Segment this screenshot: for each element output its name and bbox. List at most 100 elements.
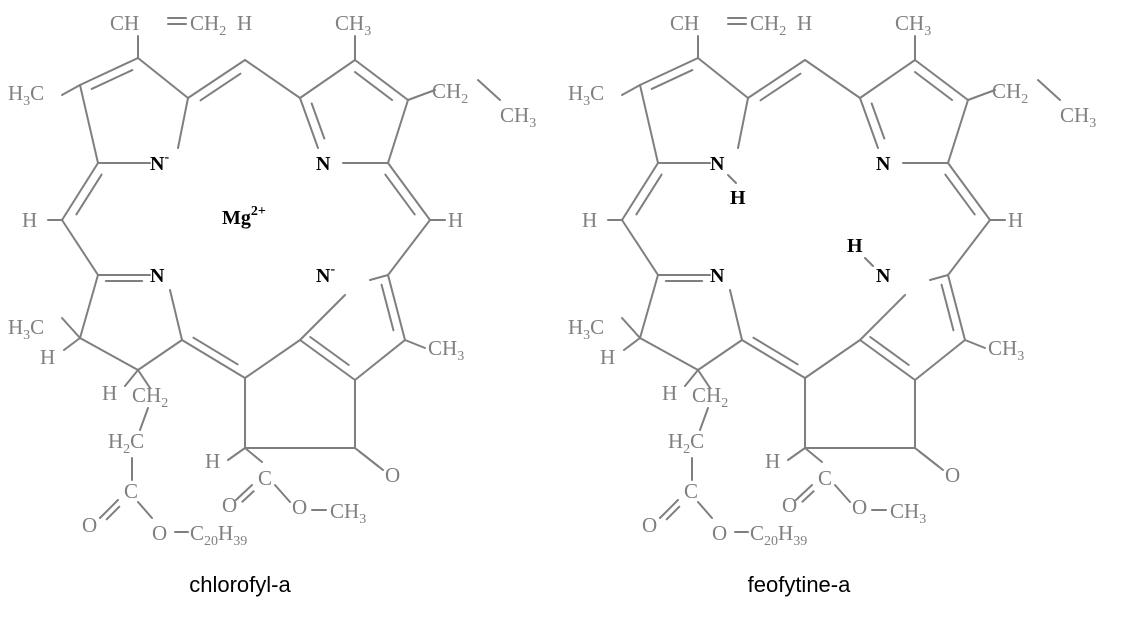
double-bond-line xyxy=(635,173,663,216)
double-bond-line xyxy=(90,69,134,90)
double-bond-line xyxy=(105,505,121,521)
double-bond-line xyxy=(947,274,966,341)
double-bond-line xyxy=(181,339,246,379)
bond-line xyxy=(699,407,709,431)
nitrogen-4-label: N xyxy=(876,265,891,287)
ethyl-ch2-label: CH2 xyxy=(432,79,468,107)
bond-line xyxy=(639,274,659,339)
double-bond-line xyxy=(199,72,242,102)
bond-line xyxy=(967,89,996,101)
nitrogen-1-label: N- xyxy=(150,150,169,175)
bond-line xyxy=(244,59,301,99)
ester-methyl-label: CH3 xyxy=(330,499,366,527)
bond-line xyxy=(387,219,431,276)
ester-o-single-label: O xyxy=(852,495,867,519)
bond-line xyxy=(61,84,81,96)
double-bond-line xyxy=(387,162,431,221)
bond-line xyxy=(137,369,151,389)
bond-line xyxy=(621,219,659,276)
vinyl-ch-label: CH xyxy=(670,11,699,35)
methyl-top-label: CH3 xyxy=(895,11,931,39)
bond-line xyxy=(63,337,81,351)
methyl-bottom-right-label: CH3 xyxy=(988,336,1024,364)
methyl-bottom-left-label: H3C xyxy=(568,315,604,343)
double-bond-line xyxy=(752,336,799,366)
nitrogen-1-label: N xyxy=(710,153,725,175)
double-bond-line xyxy=(235,484,253,501)
bond-line xyxy=(169,289,183,341)
bond-line xyxy=(477,79,501,101)
keto-o-label: O xyxy=(945,463,960,487)
double-bond-line xyxy=(918,450,940,468)
chain-o-double-label: O xyxy=(82,513,97,537)
ester-methyl-label: CH3 xyxy=(890,499,926,527)
bond-line xyxy=(729,289,743,341)
double-bond-line xyxy=(759,72,802,102)
double-bond-line xyxy=(621,162,659,221)
bond-line xyxy=(859,294,906,341)
bond-line xyxy=(929,274,949,281)
bond-line xyxy=(369,274,389,281)
chain-c-label: C xyxy=(684,479,698,503)
bond-line xyxy=(914,339,966,381)
h-ring-c-label: H xyxy=(102,381,117,405)
methyl-bottom-left-label: H3C xyxy=(8,315,44,343)
double-bond-line xyxy=(650,69,694,90)
double-bond-line xyxy=(741,339,806,379)
double-bond-line xyxy=(859,339,916,381)
double-bond-line xyxy=(353,71,394,101)
double-bond-line xyxy=(914,59,969,101)
bond-line xyxy=(964,339,986,349)
bond-line xyxy=(639,337,699,371)
chain-h2c-label: H2C xyxy=(108,429,144,457)
double-bond-line xyxy=(869,336,910,366)
bond-line xyxy=(804,447,823,463)
h-bottom-left-label: H xyxy=(600,345,615,369)
double-bond-line xyxy=(310,102,326,140)
phytyl-label: C20H39 xyxy=(750,521,807,549)
bond-line xyxy=(407,89,436,101)
vinyl-ch2-label: CH2 xyxy=(750,11,786,39)
double-bond-line xyxy=(944,173,976,216)
bond-line xyxy=(787,447,806,461)
bond-line xyxy=(177,97,189,149)
bond-line xyxy=(1037,79,1061,101)
double-bond-line xyxy=(299,339,356,381)
bond-line xyxy=(244,447,263,463)
double-bond-line xyxy=(299,97,319,149)
bond-line xyxy=(79,337,139,371)
methyl-left-label: H3C xyxy=(568,81,604,109)
bond-line xyxy=(697,501,713,519)
bond-line xyxy=(79,274,99,339)
ester-o-single-label: O xyxy=(292,495,307,519)
ester-o-double-label: O xyxy=(782,493,797,517)
double-bond-line xyxy=(358,450,380,468)
nitrogen-4-label: N- xyxy=(316,262,335,287)
meso-h-right-label: H xyxy=(448,208,463,232)
bond-line xyxy=(804,339,861,379)
double-bond-line xyxy=(747,59,806,99)
bond-line xyxy=(697,57,749,99)
double-bond-line xyxy=(387,274,406,341)
ethyl-ch3-label: CH3 xyxy=(500,103,536,131)
chain-ch2-label: CH2 xyxy=(692,383,728,411)
bond-line xyxy=(79,84,99,164)
bond-line xyxy=(124,369,139,387)
bond-line xyxy=(621,317,641,339)
h-ring-e-label: H xyxy=(205,449,220,473)
double-bond-line xyxy=(384,173,416,216)
nh-bond-line xyxy=(864,257,874,267)
h-bottom-left-label: H xyxy=(40,345,55,369)
h-ring-c-label: H xyxy=(662,381,677,405)
metal-ion-label: Mg2+ xyxy=(222,204,266,229)
ester-c-label: C xyxy=(818,466,832,490)
ester-o-double-label: O xyxy=(222,493,237,517)
meso-h-right-label: H xyxy=(1008,208,1023,232)
methyl-bottom-right-label: CH3 xyxy=(428,336,464,364)
bond-line xyxy=(274,484,291,503)
bond-line xyxy=(137,339,183,371)
double-bond-line xyxy=(913,71,954,101)
bond-line xyxy=(697,369,711,389)
